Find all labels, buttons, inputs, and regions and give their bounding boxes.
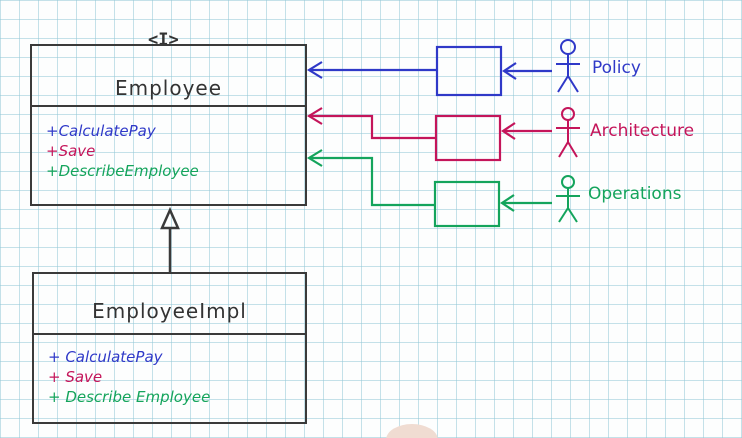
- employee-class-name: Employee: [114, 76, 223, 100]
- method-save: +Save: [46, 142, 96, 160]
- architecture-connector: [306, 107, 552, 162]
- policy-interface-box: [435, 45, 503, 97]
- class-divider: [34, 333, 305, 335]
- actor-label-architecture: Architecture: [590, 121, 695, 141]
- class-divider: [32, 105, 305, 107]
- policy-connector: [306, 45, 552, 97]
- employee-impl-class: EmployeeImpl + CalculatePay + Save + Des…: [32, 272, 307, 424]
- employee-impl-methods: + CalculatePay + Save + Describe Employe…: [34, 335, 305, 407]
- inheritance-arrowhead: [160, 206, 180, 230]
- impl-method-save: + Save: [48, 368, 103, 386]
- operations-connector: [306, 149, 552, 228]
- actor-label-policy: Policy: [592, 58, 641, 78]
- operations-interface-box: [433, 180, 501, 228]
- method-calculate-pay: +CalculatePay: [46, 122, 156, 140]
- policy-actor-icon: [556, 39, 580, 93]
- architecture-interface-box: [434, 114, 502, 162]
- employee-impl-class-name: EmployeeImpl: [92, 299, 247, 323]
- architecture-actor-icon: [556, 107, 580, 158]
- employee-methods: +CalculatePay +Save +DescribeEmployee: [32, 107, 305, 181]
- impl-method-calculate-pay: + CalculatePay: [48, 348, 163, 366]
- operations-actor-icon: [556, 175, 580, 223]
- method-describe-employee: +DescribeEmployee: [46, 162, 199, 180]
- impl-method-describe-employee: + Describe Employee: [48, 388, 211, 406]
- finger-smudge: [386, 424, 438, 438]
- employee-interface-class: Employee +CalculatePay +Save +DescribeEm…: [30, 44, 307, 206]
- actor-label-operations: Operations: [588, 184, 682, 204]
